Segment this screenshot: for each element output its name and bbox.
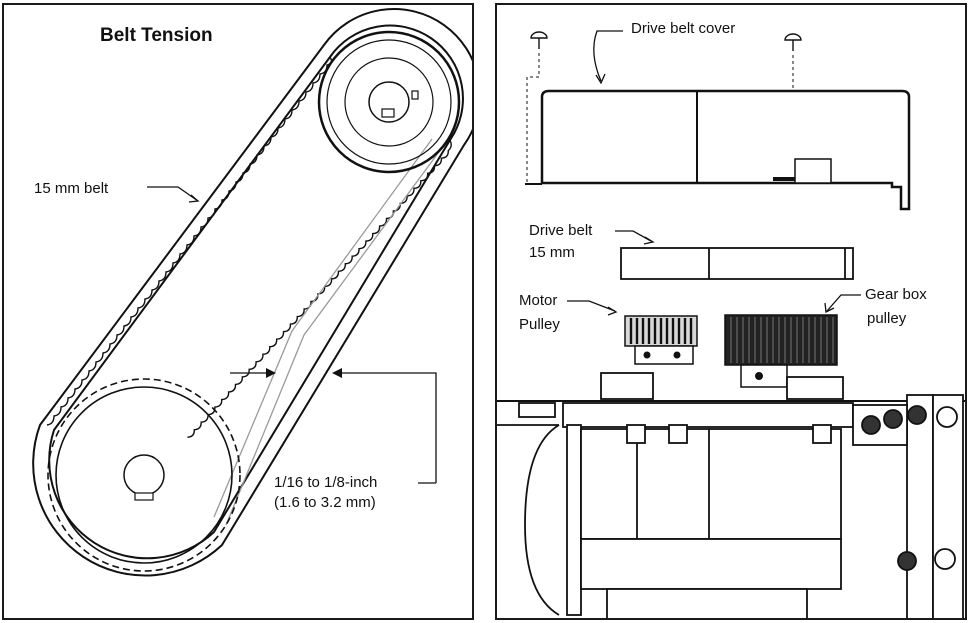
drive-belt-cover	[525, 89, 911, 211]
small-pulley	[317, 30, 461, 174]
cover-screw-right	[784, 33, 802, 51]
gearbox-pulley-label-line1: Gear box	[865, 286, 927, 303]
deflection-arrows	[230, 368, 437, 484]
deflection-label-line2: (1.6 to 3.2 mm)	[274, 494, 376, 511]
drive-assembly-panel: Drive belt cover Drive belt 15 mm Motor …	[495, 3, 967, 620]
belt-outline	[32, 8, 472, 577]
belt-label-leader	[615, 230, 655, 245]
motor-pulley	[624, 315, 698, 365]
belt-tension-panel: Belt Tension 15 mm belt 1/16 to 1/8-inch…	[2, 3, 474, 620]
gearbox-housing	[497, 372, 965, 618]
drive-assembly-diagram	[497, 30, 965, 618]
motor-pulley-label-line2: Pulley	[519, 316, 560, 333]
belt-teeth	[46, 56, 452, 438]
motor-label-leader	[567, 300, 618, 316]
cover-screw-left	[530, 31, 548, 49]
large-sprocket	[47, 378, 241, 572]
cover-label: Drive belt cover	[631, 20, 736, 37]
motor-pulley-label-line1: Motor	[519, 292, 558, 309]
gearbox-pulley	[724, 314, 838, 388]
mounting-frame	[852, 394, 964, 618]
deflection-label-line1: 1/16 to 1/8-inch	[274, 474, 378, 491]
belt-label-line1: Drive belt	[529, 222, 593, 239]
belt-size-label: 15 mm belt	[34, 180, 109, 197]
gearbox-label-leader	[824, 294, 861, 313]
cover-label-leader	[593, 30, 623, 85]
belt-tension-title: Belt Tension	[100, 25, 213, 46]
drive-belt-15mm	[620, 247, 854, 280]
gearbox-pulley-label-line2: pulley	[867, 310, 907, 327]
belt-deflection-ghost	[213, 138, 445, 526]
belt-label-line2: 15 mm	[529, 244, 575, 261]
belt-label-leader	[147, 186, 200, 203]
belt-tension-diagram	[32, 8, 472, 577]
